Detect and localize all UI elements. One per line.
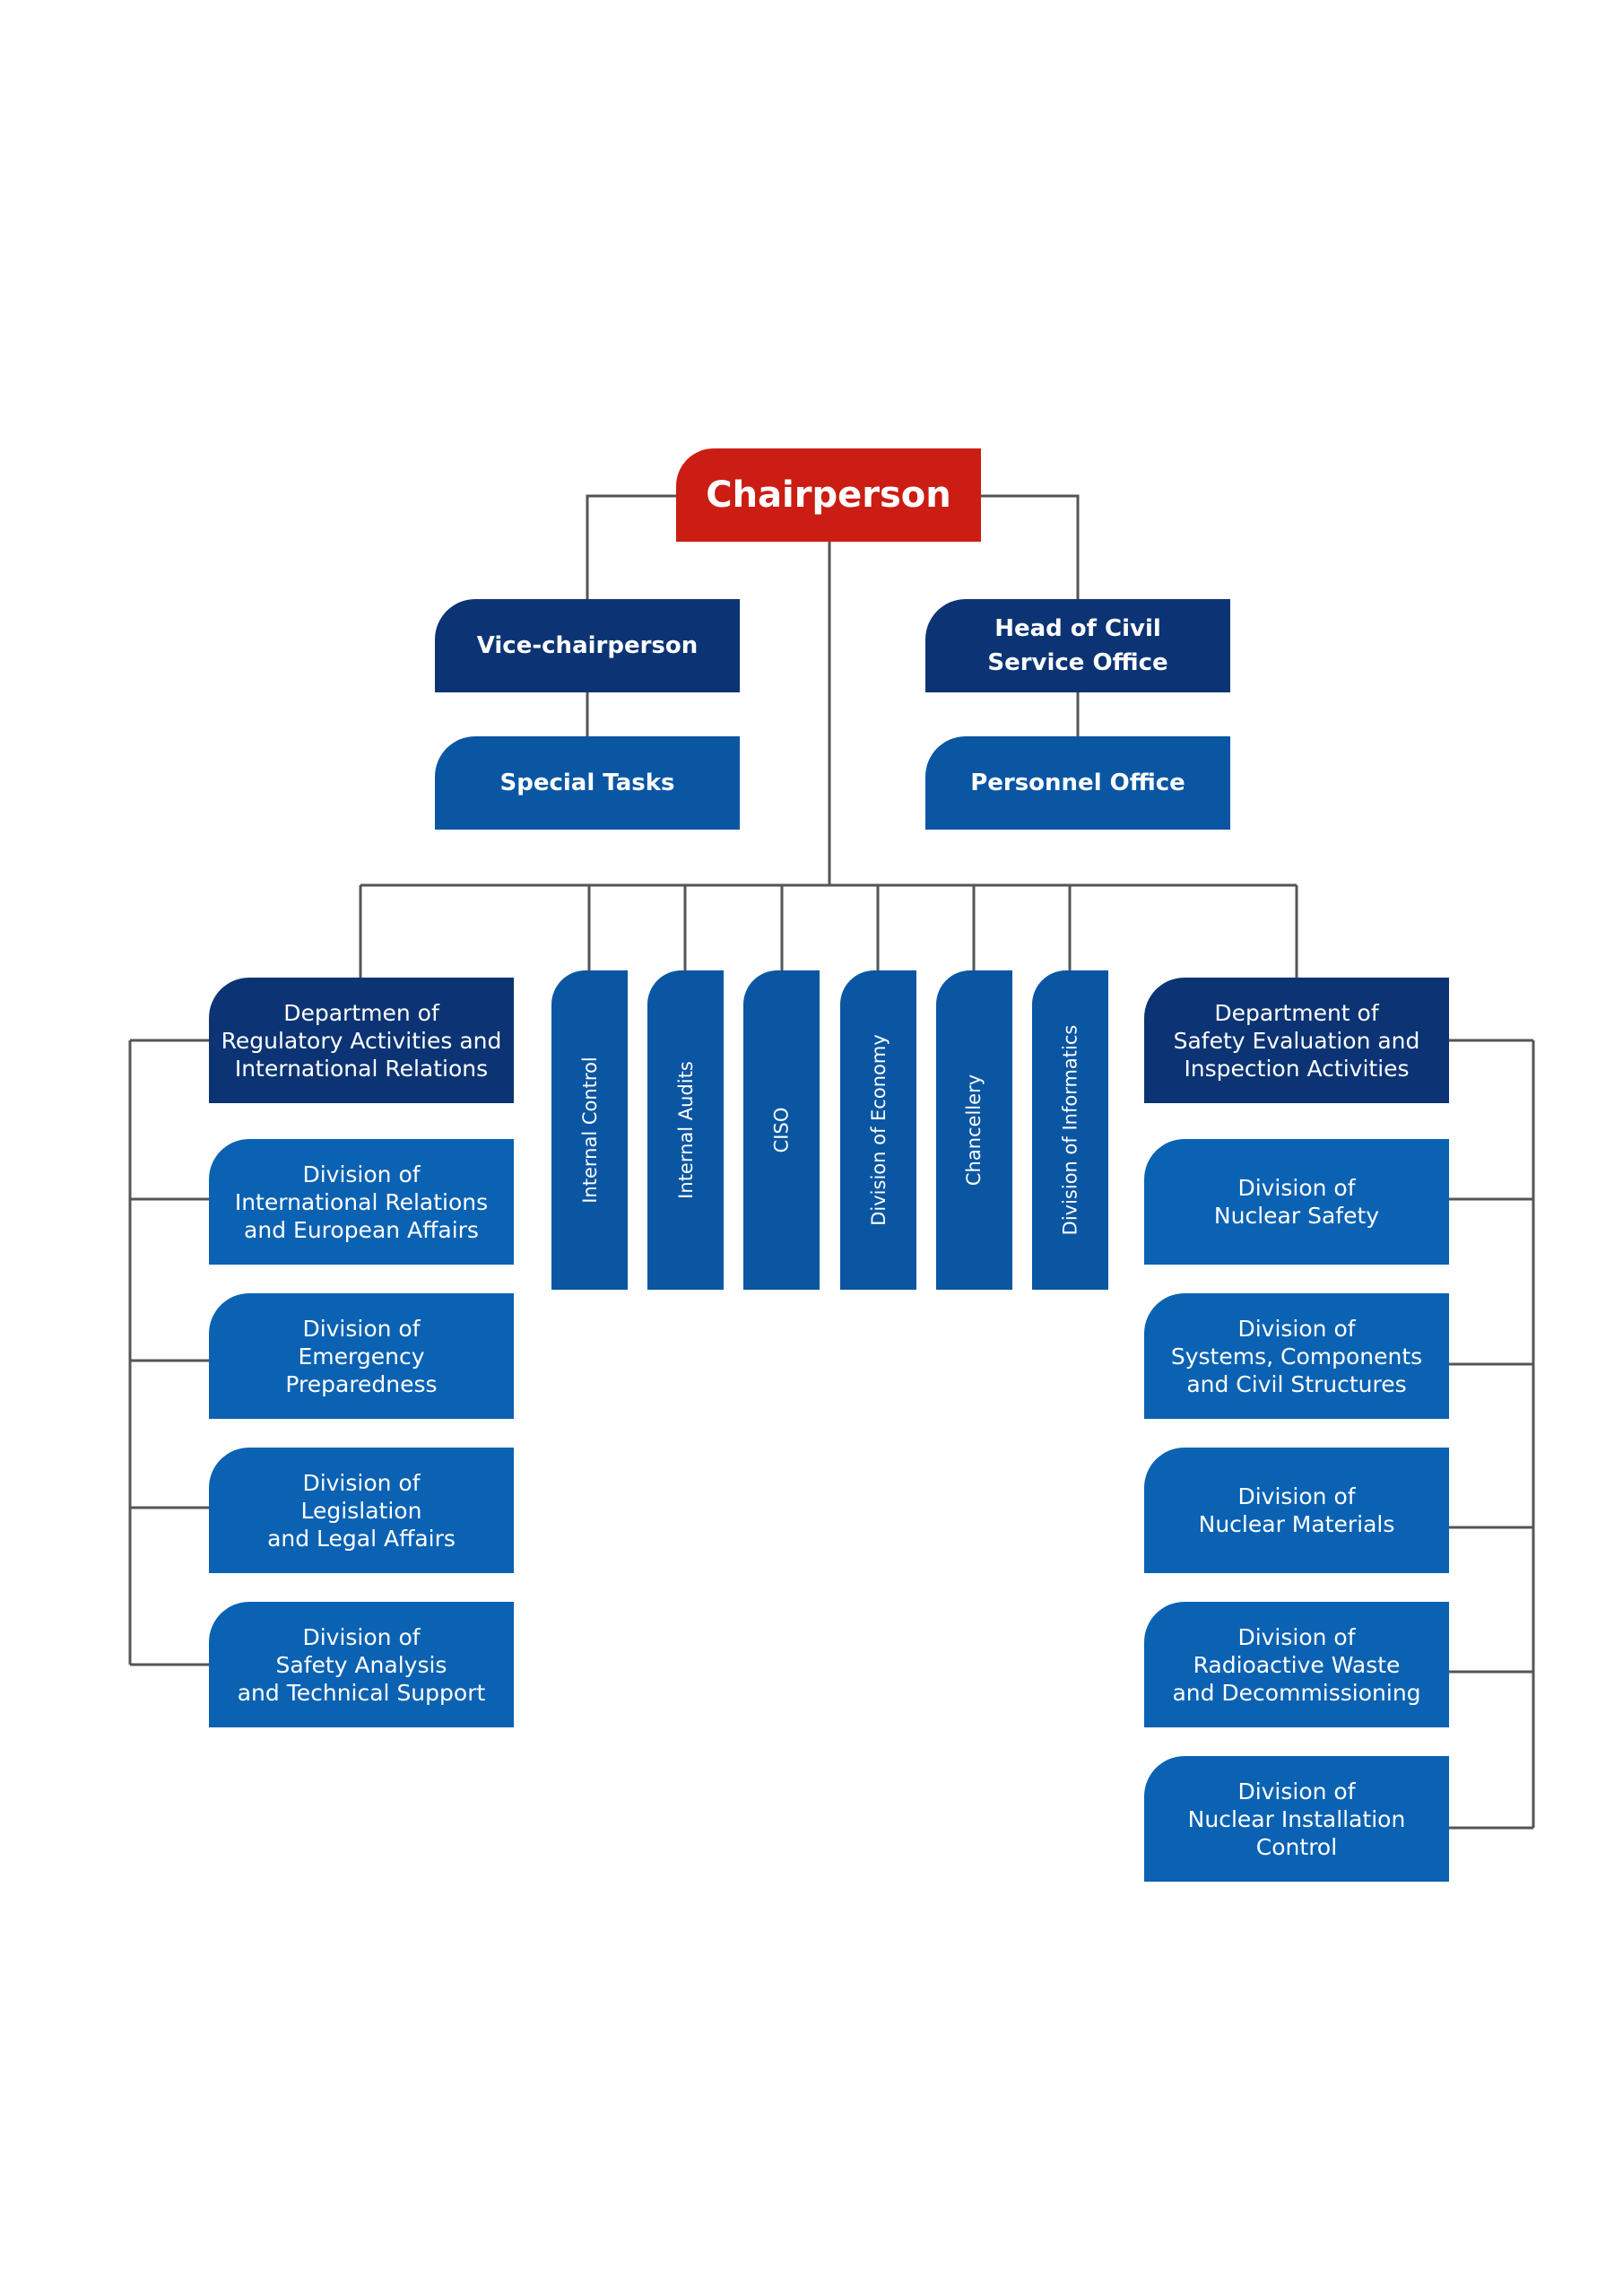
right-division-label: Division of Radioactive Waste and Decomm…: [1172, 1623, 1421, 1706]
unit-ciso: CISO: [743, 970, 820, 1290]
chairperson-box: Chairperson: [676, 448, 981, 542]
special-tasks-label: Special Tasks: [499, 770, 675, 796]
right-department-box: Department of Safety Evaluation and Insp…: [1144, 978, 1449, 1103]
vice-chairperson-box: Vice-chairperson: [435, 599, 740, 692]
unit-division-of-informatics: Division of Informatics: [1032, 970, 1108, 1290]
left-division-box: Division of Legislation and Legal Affair…: [209, 1448, 514, 1573]
special-tasks-box: Special Tasks: [435, 736, 740, 830]
right-division-label: Division of Nuclear Installation Control: [1187, 1778, 1406, 1860]
right-division-box: Division of Systems, Components and Civi…: [1144, 1293, 1449, 1419]
chairperson-label: Chairperson: [706, 474, 951, 516]
right-division-label: Division of Nuclear Safety: [1213, 1175, 1380, 1229]
right-department-title: Department of Safety Evaluation and Insp…: [1173, 999, 1420, 1082]
unit-internal-control: Internal Control: [551, 970, 628, 1290]
unit-label: Division of Economy: [867, 1034, 890, 1226]
left-division-label: Division of Emergency Preparedness: [285, 1315, 438, 1397]
unit-chancellery: Chancellery: [936, 970, 1012, 1290]
unit-internal-audits: Internal Audits: [647, 970, 724, 1290]
left-division-box: Division of Safety Analysis and Technica…: [209, 1602, 514, 1727]
left-division-label: Division of International Relations and …: [234, 1161, 489, 1243]
left-division-label: Division of Legislation and Legal Affair…: [267, 1469, 456, 1552]
right-division-box: Division of Nuclear Installation Control: [1144, 1756, 1449, 1882]
right-division-box: Division of Radioactive Waste and Decomm…: [1144, 1602, 1449, 1727]
unit-division-of-economy: Division of Economy: [840, 970, 916, 1290]
unit-label: Chancellery: [963, 1074, 985, 1187]
unit-label: Internal Control: [578, 1057, 601, 1204]
personnel-office-box: Personnel Office: [925, 736, 1230, 830]
unit-label: Division of Informatics: [1059, 1024, 1081, 1236]
head-civil-service-label: Head of Civil Service Office: [987, 615, 1168, 676]
right-division-box: Division of Nuclear Safety: [1144, 1139, 1449, 1265]
left-department-title: Departmen of Regulatory Activities and I…: [221, 999, 502, 1082]
unit-label: CISO: [770, 1107, 793, 1153]
head-civil-service-box: Head of Civil Service Office: [925, 599, 1230, 692]
vice-chairperson-label: Vice-chairperson: [476, 632, 699, 659]
right-division-label: Division of Systems, Components and Civi…: [1170, 1315, 1423, 1397]
left-division-box: Division of Emergency Preparedness: [209, 1293, 514, 1419]
left-division-box: Division of International Relations and …: [209, 1139, 514, 1265]
personnel-office-label: Personnel Office: [970, 770, 1185, 796]
right-division-label: Division of Nuclear Materials: [1198, 1483, 1395, 1537]
left-department-box: Departmen of Regulatory Activities and I…: [209, 978, 514, 1103]
left-division-label: Division of Safety Analysis and Technica…: [237, 1623, 486, 1706]
right-division-box: Division of Nuclear Materials: [1144, 1448, 1449, 1573]
unit-label: Internal Audits: [674, 1061, 697, 1199]
